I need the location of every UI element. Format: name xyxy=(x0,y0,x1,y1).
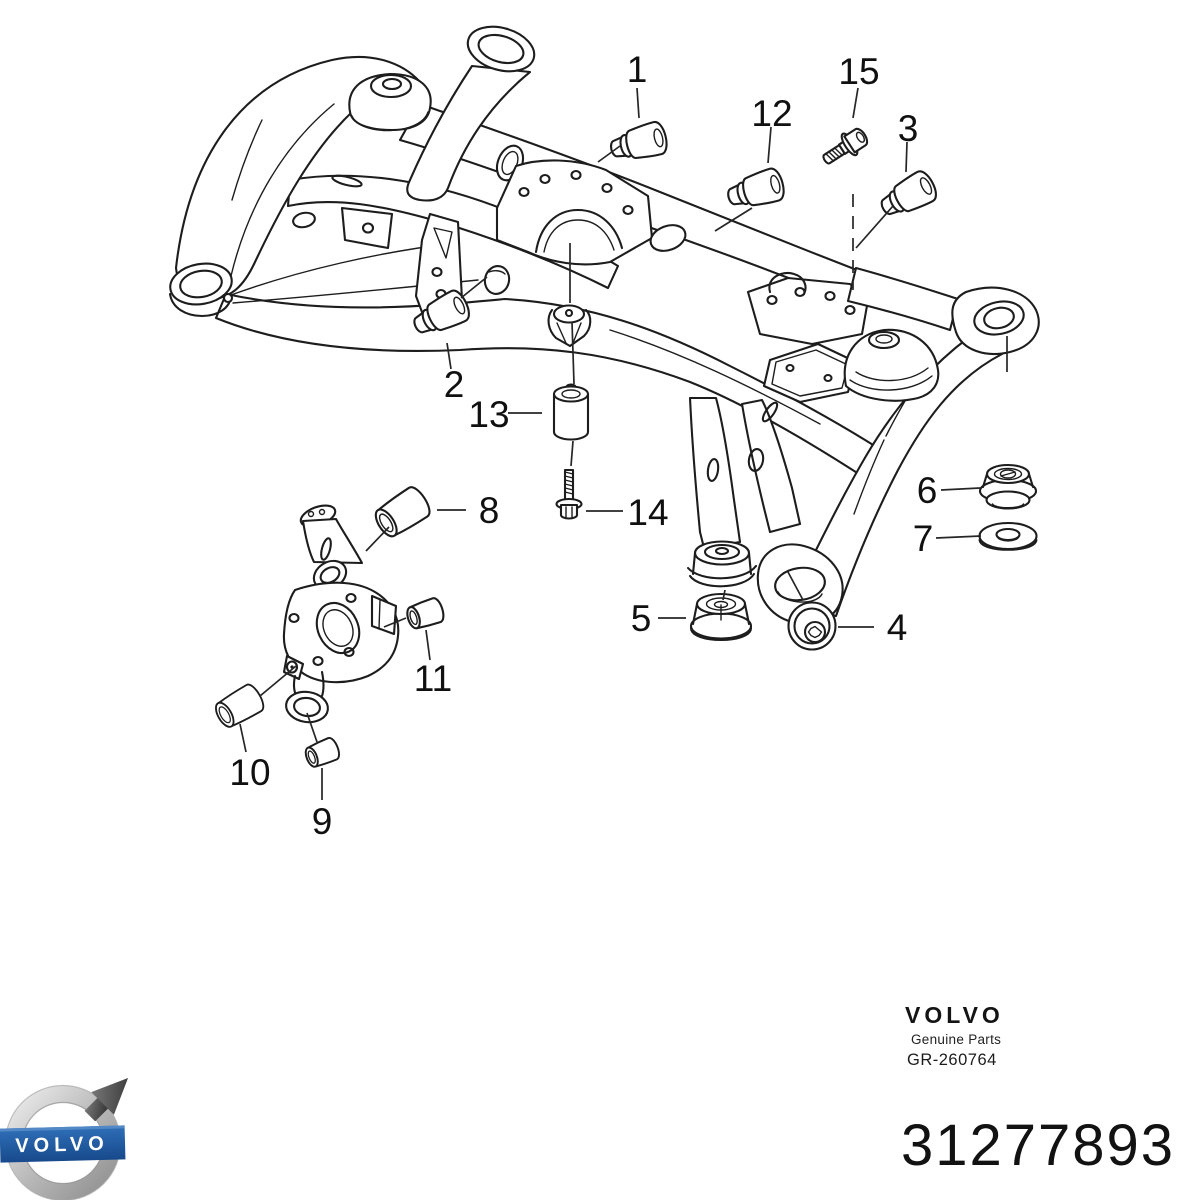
callout-12: 12 xyxy=(751,93,792,134)
callout-3: 3 xyxy=(898,108,919,149)
bushing-11-icon xyxy=(406,597,445,630)
volvo-logo: VOLVO xyxy=(0,1077,129,1200)
bushing-12-icon xyxy=(727,167,785,207)
callout-2: 2 xyxy=(444,364,465,405)
part-glyphs xyxy=(215,121,1038,768)
bushing-10-icon xyxy=(215,683,265,728)
subframe-illustration xyxy=(168,25,1040,625)
bolt-15-icon xyxy=(822,127,869,165)
callout-11: 11 xyxy=(414,658,452,699)
volvo-banner-wordmark: VOLVO xyxy=(15,1133,109,1157)
bushing-6-icon xyxy=(978,463,1038,510)
callout-13: 13 xyxy=(468,394,509,435)
callout-1: 1 xyxy=(627,49,648,90)
bolt-14-icon xyxy=(555,468,583,520)
leader-lines xyxy=(239,87,1008,800)
callout-5: 5 xyxy=(631,598,652,639)
part-number: 31277893 xyxy=(901,1113,1176,1178)
callout-7: 7 xyxy=(913,518,934,559)
bushing-1-icon xyxy=(609,121,668,160)
genuine-parts-block: VOLVO Genuine Parts GR-260764 xyxy=(905,1002,1004,1071)
callout-8: 8 xyxy=(479,490,500,531)
callout-6: 6 xyxy=(917,470,938,511)
callout-10: 10 xyxy=(229,752,270,793)
callout-9: 9 xyxy=(312,801,333,842)
bushing-9-icon xyxy=(304,737,340,768)
callout-labels: 1 2 3 4 5 6 7 8 9 10 11 12 13 14 15 xyxy=(229,49,937,842)
bushing-3-icon xyxy=(880,170,937,216)
bushing-8-icon xyxy=(374,486,431,538)
callout-15: 15 xyxy=(838,51,879,92)
callout-4: 4 xyxy=(887,607,908,648)
knuckle-illustration xyxy=(282,504,400,724)
bushing-2-icon xyxy=(413,289,470,334)
volvo-banner: VOLVO xyxy=(0,1125,126,1163)
brand-tagline: Genuine Parts xyxy=(911,1032,1002,1048)
brand-publisher: VOLVO xyxy=(905,1002,1004,1028)
catalog-reference: GR-260764 xyxy=(907,1051,997,1070)
bushing-13-icon xyxy=(552,383,590,441)
bushing-5-icon xyxy=(689,592,753,642)
callout-14: 14 xyxy=(627,492,668,533)
washer-7-icon xyxy=(978,521,1038,551)
bushing-4-icon xyxy=(787,601,837,651)
